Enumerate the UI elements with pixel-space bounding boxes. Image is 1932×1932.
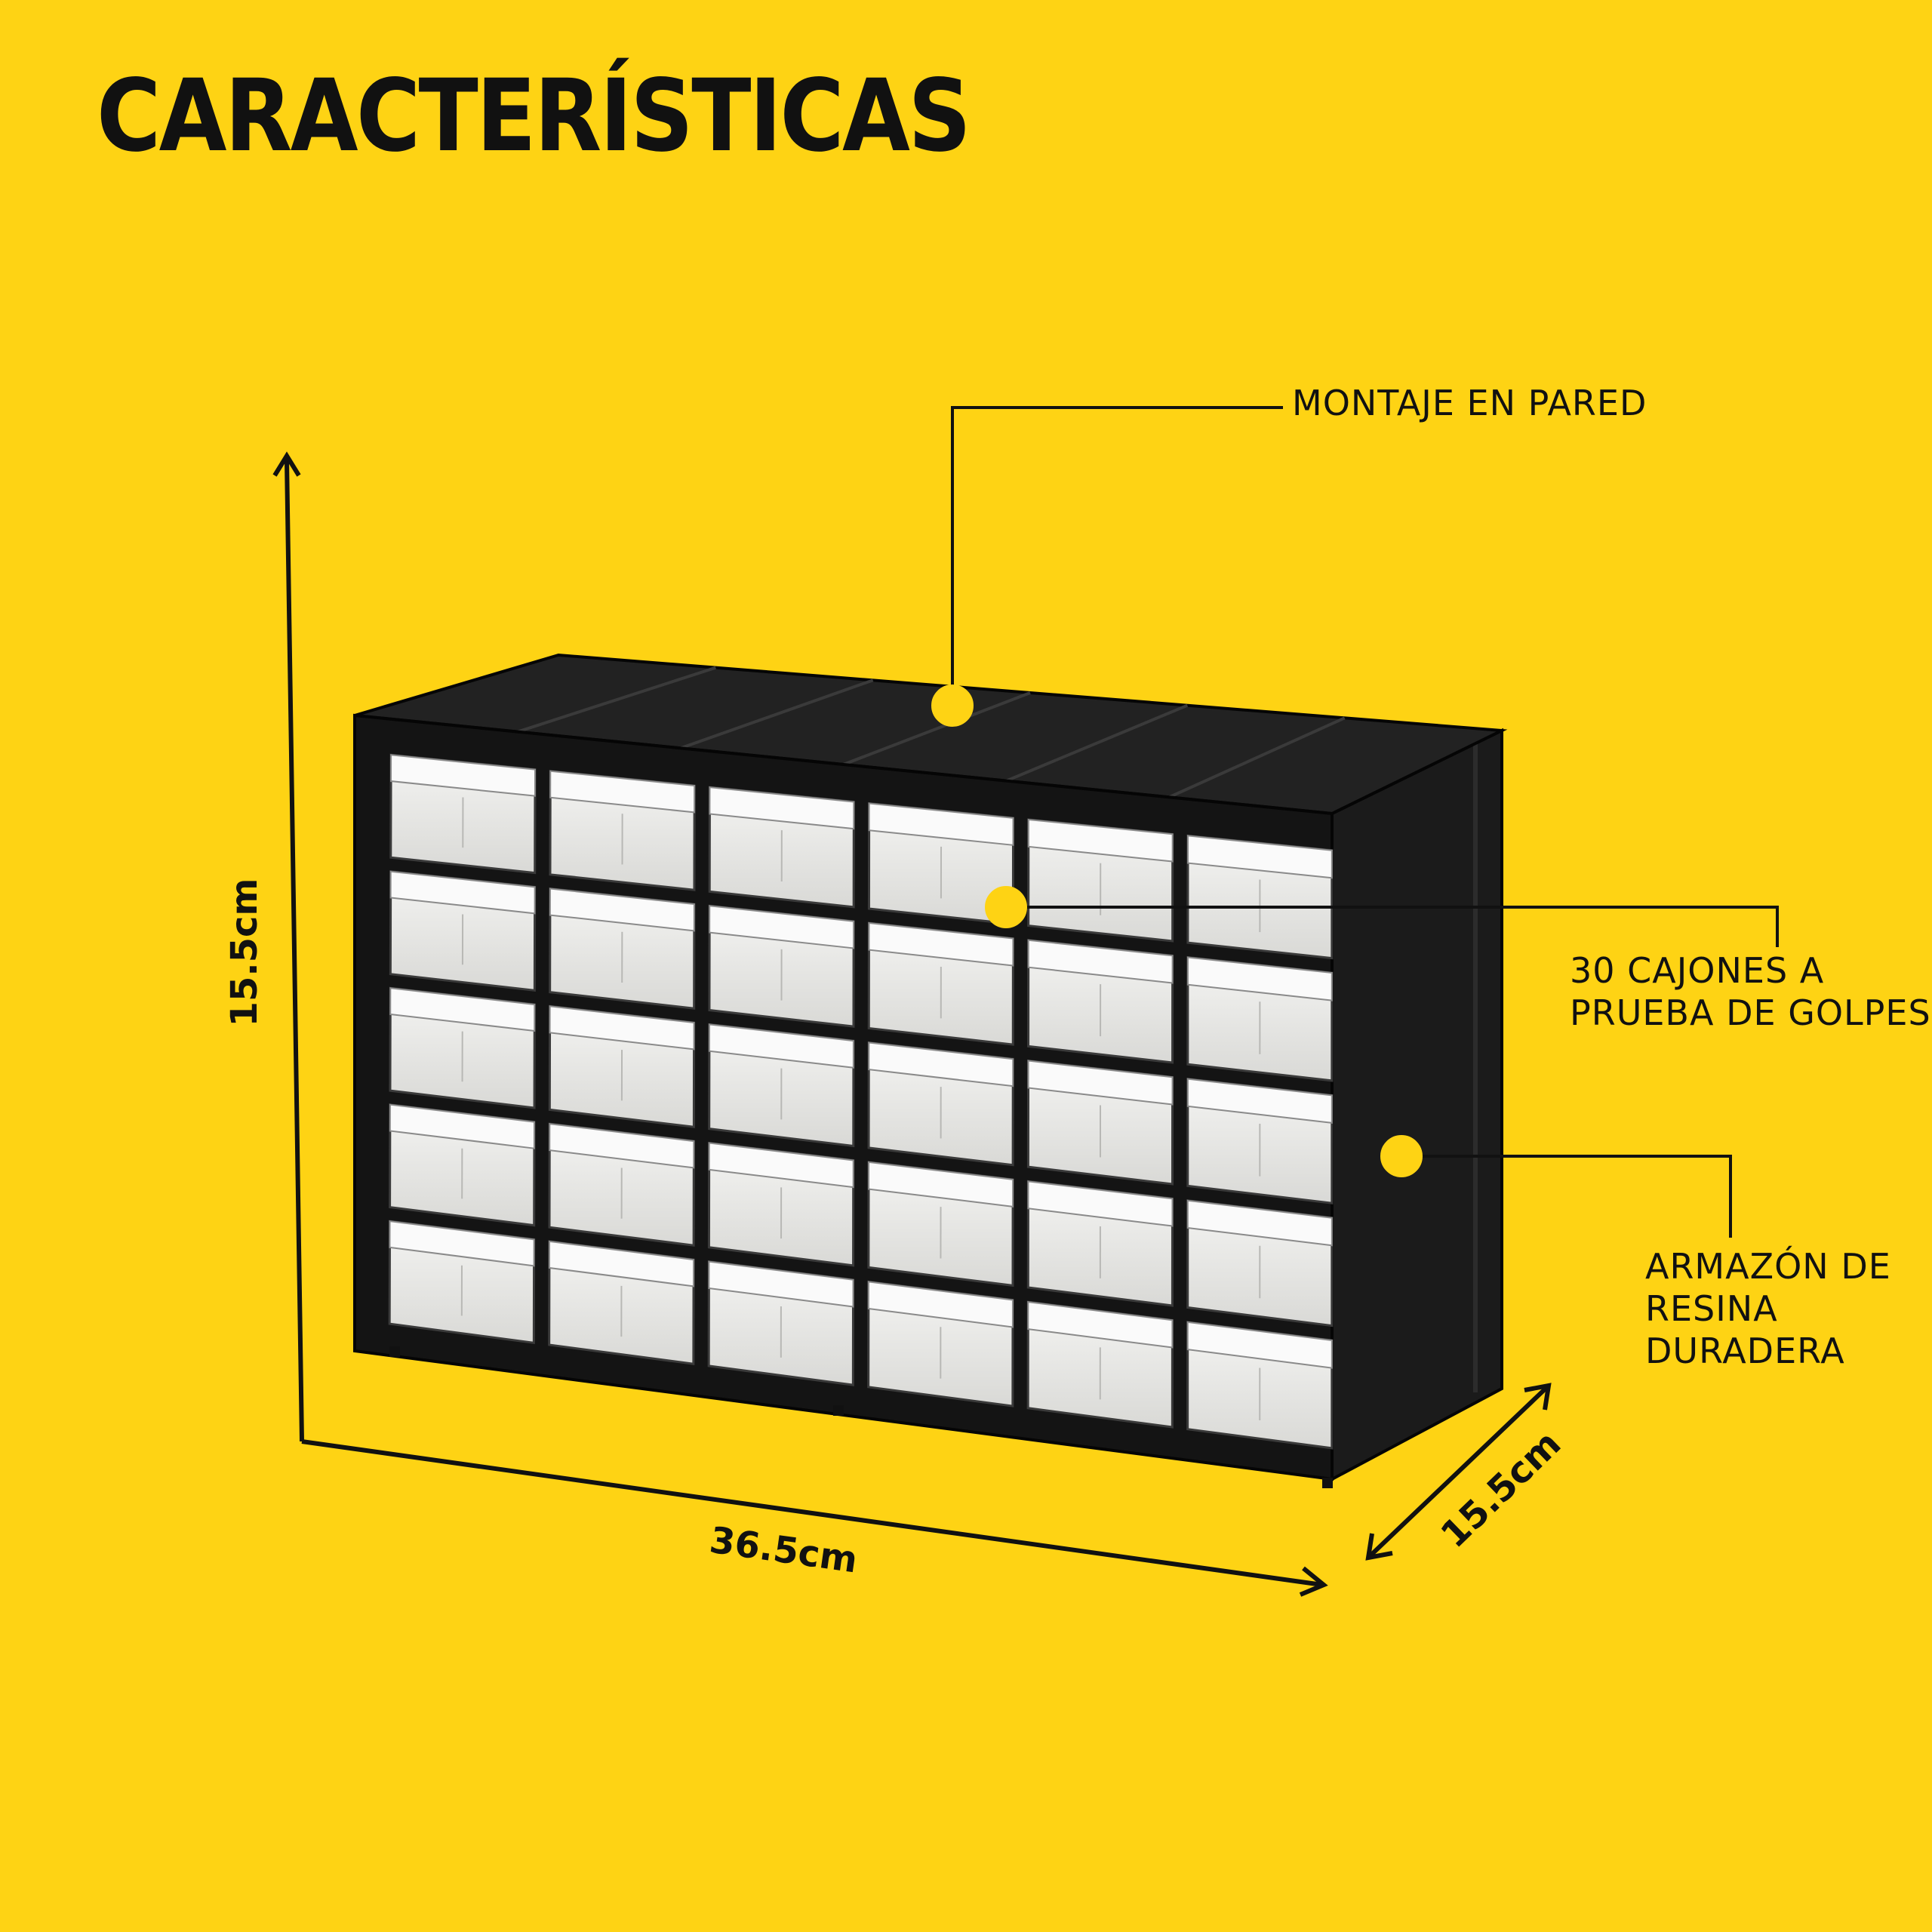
drawer-handle bbox=[1186, 835, 1333, 879]
drawer-handle bbox=[708, 1023, 854, 1069]
drawer-handle bbox=[1186, 1321, 1333, 1369]
drawer-handle bbox=[548, 1240, 695, 1287]
cabinet-foot bbox=[389, 1346, 400, 1357]
drawer-handle bbox=[867, 1161, 1014, 1208]
drawer-handle bbox=[867, 1281, 1014, 1328]
width-dimension-line bbox=[301, 1439, 1323, 1587]
marker-dot-icon bbox=[985, 886, 1027, 928]
cabinet-foot bbox=[833, 1405, 844, 1416]
drawer-handle bbox=[868, 921, 1014, 967]
drawer-handle bbox=[389, 987, 536, 1032]
arrow-icon bbox=[1365, 1533, 1393, 1561]
drawer-handle bbox=[389, 1103, 536, 1149]
frame-callout: ARMAZÓN DE RESINA DURADERA bbox=[1645, 1245, 1891, 1372]
width-dimension-label: 36.5cm bbox=[707, 1519, 860, 1582]
lid-ribs bbox=[517, 666, 1346, 799]
drawer-handle bbox=[1027, 939, 1174, 984]
arrow-icon bbox=[1299, 1566, 1328, 1597]
drawer-handle bbox=[868, 1041, 1014, 1088]
drawer-handle bbox=[1186, 1078, 1333, 1124]
drawer-handle bbox=[709, 905, 855, 949]
drawer-handle bbox=[1186, 956, 1333, 1001]
drawer-handle bbox=[1027, 818, 1174, 863]
drawer-handle bbox=[549, 770, 696, 814]
callout-text: RESINA bbox=[1645, 1288, 1778, 1329]
lid-rib bbox=[1005, 703, 1189, 783]
drawer-handle bbox=[708, 1260, 854, 1308]
drawer-handle bbox=[709, 786, 855, 830]
marker-dot-icon bbox=[931, 685, 974, 727]
height-dimension-label: 15.5cm bbox=[223, 878, 266, 1027]
drawer-handle bbox=[389, 1220, 535, 1267]
drawer-handle bbox=[1027, 1301, 1174, 1349]
callout-text: DURADERA bbox=[1645, 1331, 1845, 1371]
height-dimension-line bbox=[285, 460, 304, 1442]
lid-rib bbox=[517, 666, 716, 734]
page-title: CARACTERÍSTICAS bbox=[97, 58, 971, 174]
wall-mount-callout: MONTAJE EN PARED bbox=[1292, 382, 1647, 424]
drawer-handle bbox=[868, 802, 1014, 846]
drawer-handle bbox=[1027, 1180, 1174, 1227]
drawer-handle bbox=[549, 1005, 695, 1051]
drawer-handle bbox=[1027, 1060, 1174, 1106]
drawer-grid bbox=[388, 753, 1334, 1450]
drawers-leader-line bbox=[1006, 906, 1779, 947]
callout-text: ARMAZÓN DE bbox=[1645, 1246, 1891, 1287]
arrow-icon bbox=[272, 451, 301, 477]
lid-rib bbox=[842, 691, 1031, 766]
callout-text: 30 CAJONES A bbox=[1570, 950, 1825, 991]
drawer-handle bbox=[549, 888, 695, 932]
drawer-handle bbox=[1186, 1199, 1333, 1247]
drawer-handle bbox=[549, 1122, 695, 1169]
frame-leader-line bbox=[1401, 1155, 1732, 1238]
lid-rib bbox=[1168, 716, 1346, 799]
arrow-icon bbox=[1524, 1383, 1552, 1411]
drawer-handle bbox=[390, 754, 537, 797]
marker-dot-icon bbox=[1380, 1135, 1423, 1177]
drawer-handle bbox=[389, 870, 536, 915]
lid-rib bbox=[680, 678, 874, 750]
cabinet-foot bbox=[1322, 1478, 1333, 1488]
drawers-callout: 30 CAJONES A PRUEBA DE GOLPES bbox=[1570, 949, 1931, 1034]
callout-text: MONTAJE EN PARED bbox=[1292, 383, 1647, 423]
drawer-handle bbox=[708, 1142, 854, 1189]
depth-dimension-line bbox=[1367, 1385, 1549, 1558]
callout-text: PRUEBA DE GOLPES bbox=[1570, 992, 1931, 1033]
depth-dimension-label: 15.5cm bbox=[1433, 1423, 1570, 1556]
wall-mount-leader-line bbox=[951, 406, 1283, 706]
